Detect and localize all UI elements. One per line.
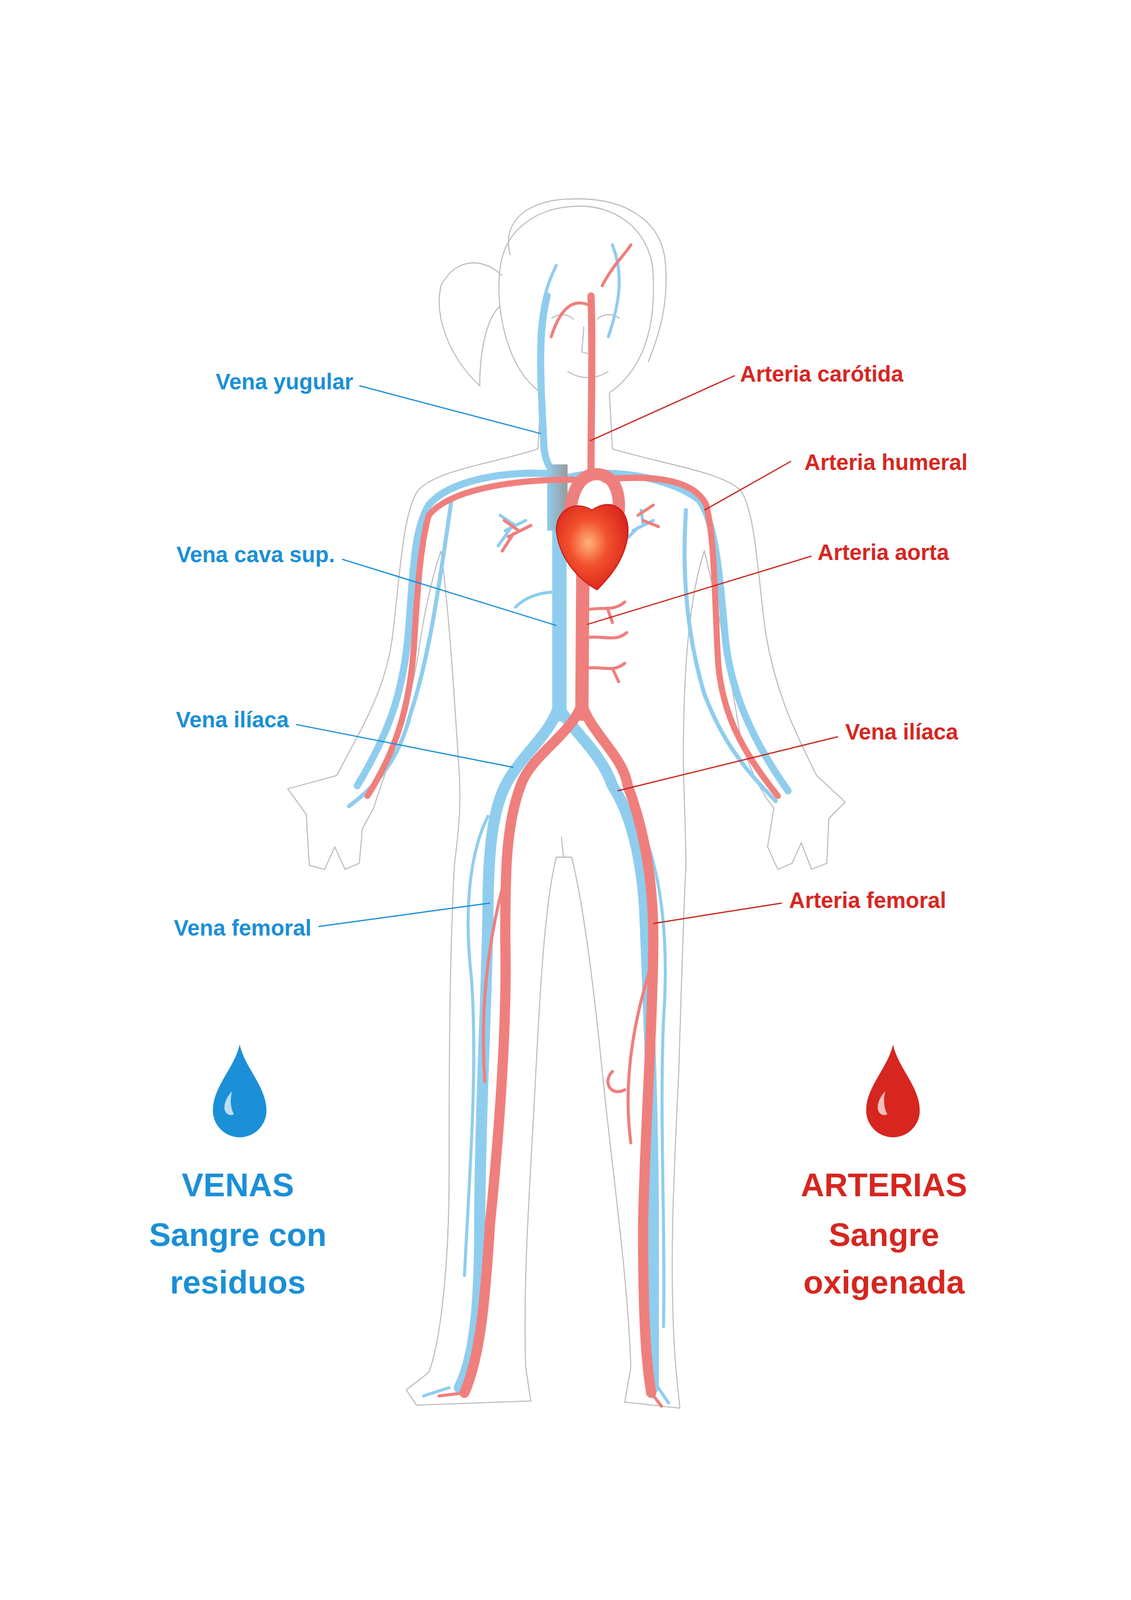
leader-lines <box>296 375 838 927</box>
arteries-part <box>483 877 654 1143</box>
body-outline-part <box>498 205 654 393</box>
arteries-part <box>604 477 778 796</box>
body-outline-part <box>439 262 502 386</box>
artery-label: Arteria carótida <box>740 360 904 388</box>
leader-lines-part <box>653 902 782 924</box>
legend-heading: ARTERIAS <box>800 1165 968 1206</box>
veins-part <box>349 501 452 807</box>
blood-drop-swatch <box>864 1043 922 1140</box>
leader-lines-part <box>318 902 491 927</box>
artery-label: Arteria humeral <box>804 448 969 476</box>
body-outline-part <box>561 836 564 858</box>
arteries-part <box>582 704 654 1393</box>
veins-part <box>538 244 620 337</box>
veins <box>349 244 789 1403</box>
legend-swatch <box>213 1044 267 1138</box>
legend-swatch <box>866 1044 921 1138</box>
artery-label: Arteria aorta <box>817 538 950 566</box>
legend-heading: VENAS <box>181 1165 294 1206</box>
arteries-part <box>439 1392 662 1407</box>
veins-part <box>357 473 558 786</box>
leader-lines-part <box>589 375 735 441</box>
veins-part <box>464 816 666 1327</box>
leader-lines-part <box>359 385 542 434</box>
leader-lines-part <box>296 724 514 768</box>
legend-description: Sangre con residuos <box>111 1211 366 1307</box>
arteries-part <box>582 571 584 715</box>
artery-label: Vena ilíaca <box>844 718 959 745</box>
swatch-highlight <box>224 1091 235 1115</box>
arteries-part <box>551 244 631 337</box>
legend-description: Sangre oxigenada <box>757 1211 1012 1307</box>
leader-lines-part <box>704 461 791 511</box>
body-outline-part <box>551 314 620 378</box>
leader-lines-part <box>587 556 812 625</box>
vein-label: Vena yugular <box>215 368 354 395</box>
blood-drop-swatch <box>210 1043 269 1140</box>
arteries <box>367 244 778 1407</box>
leader-lines-part <box>617 736 838 791</box>
vein-label: Vena femoral <box>173 914 312 942</box>
leader-lines-part <box>341 558 557 626</box>
body-outline-part <box>287 392 845 1408</box>
swatch-highlight <box>878 1091 888 1115</box>
veins-part <box>684 510 776 802</box>
heart <box>556 504 628 590</box>
vein-label: Vena cava sup. <box>176 541 335 568</box>
heart-part <box>556 504 628 590</box>
artery-label: Arteria femoral <box>789 886 947 914</box>
arteries-part <box>590 296 593 472</box>
vein-label: Vena ilíaca <box>175 706 289 733</box>
body-outline-part <box>508 198 667 363</box>
